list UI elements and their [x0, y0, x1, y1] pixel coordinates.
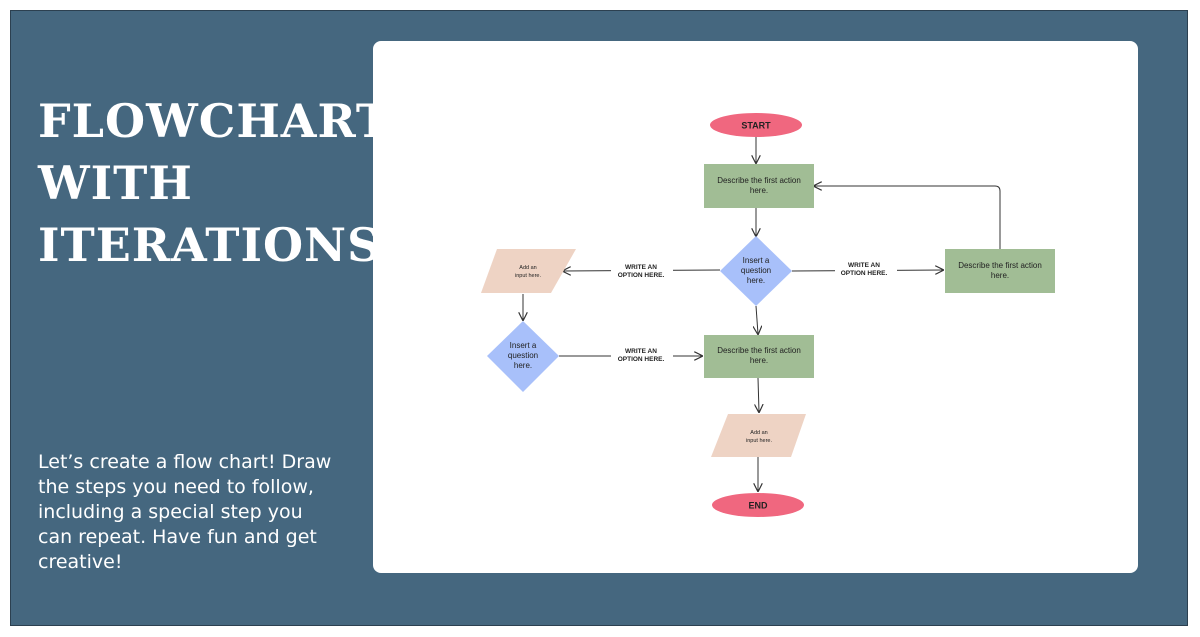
- decision-node-1: Insert a question here.: [720, 236, 792, 306]
- process-loop-line-2: here.: [991, 271, 1009, 280]
- flowchart-card: START Describe the first action here. In…: [373, 41, 1138, 573]
- edge-label-bottom: WRITE AN OPTION HERE.: [611, 346, 673, 366]
- start-label: START: [741, 121, 771, 131]
- title-line-2: WITH: [38, 156, 193, 210]
- edge-left-line-2: OPTION HERE.: [618, 272, 665, 279]
- connector-decision-to-process-2: [756, 305, 758, 334]
- connectors: [523, 137, 1001, 491]
- process-node-loop: Describe the first action here.: [945, 249, 1055, 293]
- end-label: END: [748, 501, 768, 511]
- decision-1-line-1: Insert a: [743, 256, 770, 265]
- edge-right-line-2: OPTION HERE.: [841, 270, 888, 277]
- description-text: Let’s create a flow chart! Draw the step…: [38, 451, 332, 573]
- decision-1-line-3: here.: [747, 276, 765, 285]
- edge-left-line-1: WRITE AN: [625, 264, 657, 271]
- input-1-line-2: input here.: [515, 273, 541, 279]
- connector-process-2-to-input-2: [758, 377, 759, 412]
- title-line-1: FLOWCHARTS: [38, 94, 426, 148]
- decision-1-line-2: question: [741, 266, 771, 275]
- process-1-line-1: Describe the first action: [717, 176, 801, 185]
- input-node-2: Add an input here.: [711, 414, 806, 457]
- input-1-line-1: Add an: [519, 265, 536, 271]
- decision-2-line-1: Insert a: [510, 341, 537, 350]
- process-loop-line-1: Describe the first action: [958, 261, 1042, 270]
- decision-node-2: Insert a question here.: [487, 321, 559, 392]
- page-title: FLOWCHARTS WITH ITERATIONS: [38, 90, 425, 276]
- connector-loop-back: [814, 186, 1001, 249]
- process-node-2: Describe the first action here.: [704, 335, 814, 378]
- end-node: END: [712, 493, 804, 517]
- title-line-3: ITERATIONS: [38, 218, 382, 272]
- decision-2-line-2: question: [508, 351, 538, 360]
- process-node-1: Describe the first action here.: [704, 164, 814, 208]
- decision-2-line-3: here.: [514, 361, 532, 370]
- edge-label-right: WRITE AN OPTION HERE.: [835, 260, 897, 280]
- flowchart-diagram: START Describe the first action here. In…: [481, 113, 1055, 517]
- start-node: START: [710, 113, 802, 137]
- input-node-1: Add an input here.: [481, 249, 576, 293]
- process-2-line-2: here.: [750, 356, 768, 365]
- edge-label-left: WRITE AN OPTION HERE.: [611, 261, 673, 281]
- process-2-line-1: Describe the first action: [717, 346, 801, 355]
- edge-bottom-line-1: WRITE AN: [625, 348, 657, 355]
- input-2-line-2: input here.: [746, 438, 772, 444]
- process-1-line-2: here.: [750, 186, 768, 195]
- input-2-line-1: Add an: [750, 430, 767, 436]
- edge-bottom-line-2: OPTION HERE.: [618, 356, 665, 363]
- edge-right-line-1: WRITE AN: [848, 262, 880, 269]
